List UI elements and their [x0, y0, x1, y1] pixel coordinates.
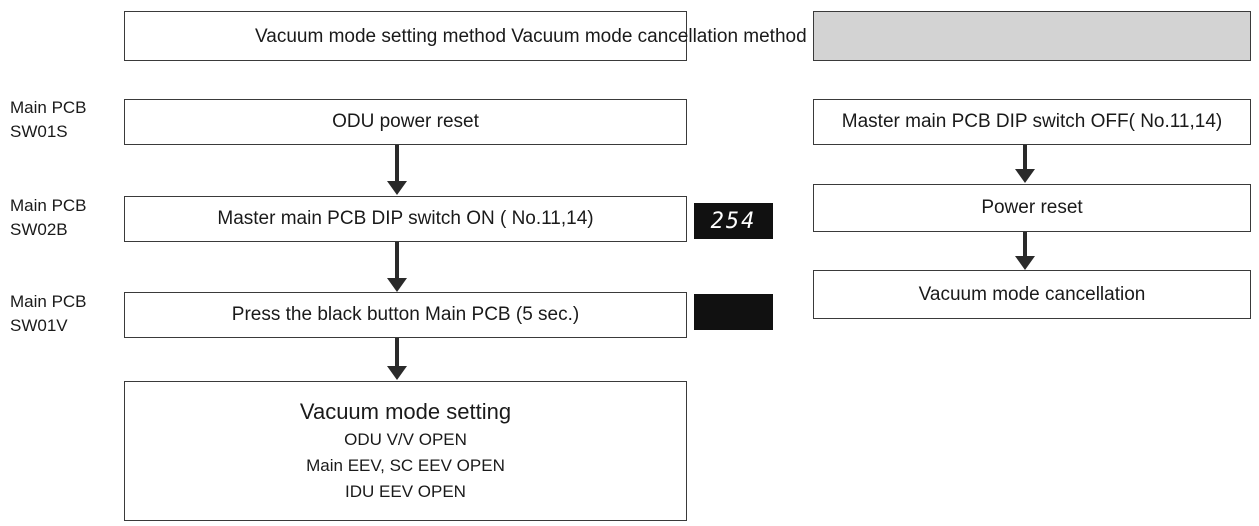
arrow-down-right-2: [1015, 232, 1035, 270]
step-power-reset: Power reset: [813, 184, 1251, 232]
step-vacuum-mode-cancellation: Vacuum mode cancellation: [813, 270, 1251, 319]
step-odu-power-reset: ODU power reset: [124, 99, 687, 145]
step-label-3: Main PCB SW01V: [10, 292, 87, 335]
step-dip-switch-off: Master main PCB DIP switch OFF( No.11,14…: [813, 99, 1251, 145]
header-box-cancellation: [813, 11, 1251, 61]
arrow-down-3: [387, 338, 407, 380]
step-dip-switch-on: Master main PCB DIP switch ON ( No.11,14…: [124, 196, 687, 242]
segment-display-blank: [694, 294, 773, 330]
header-box-setting: [124, 11, 687, 61]
result-vacuum-mode-setting: Vacuum mode setting ODU V/V OPEN Main EE…: [124, 381, 687, 521]
segment-display-254: 254: [694, 203, 773, 239]
step-label-2: Main PCB SW02B: [10, 196, 87, 239]
arrow-down-1: [387, 145, 407, 195]
step-label-1: Main PCB SW01S: [10, 98, 87, 141]
arrow-down-2: [387, 242, 407, 292]
header-title: Vacuum mode setting method Vacuum mode c…: [255, 26, 807, 47]
arrow-down-right-1: [1015, 145, 1035, 183]
step-press-black-button: Press the black button Main PCB (5 sec.): [124, 292, 687, 338]
